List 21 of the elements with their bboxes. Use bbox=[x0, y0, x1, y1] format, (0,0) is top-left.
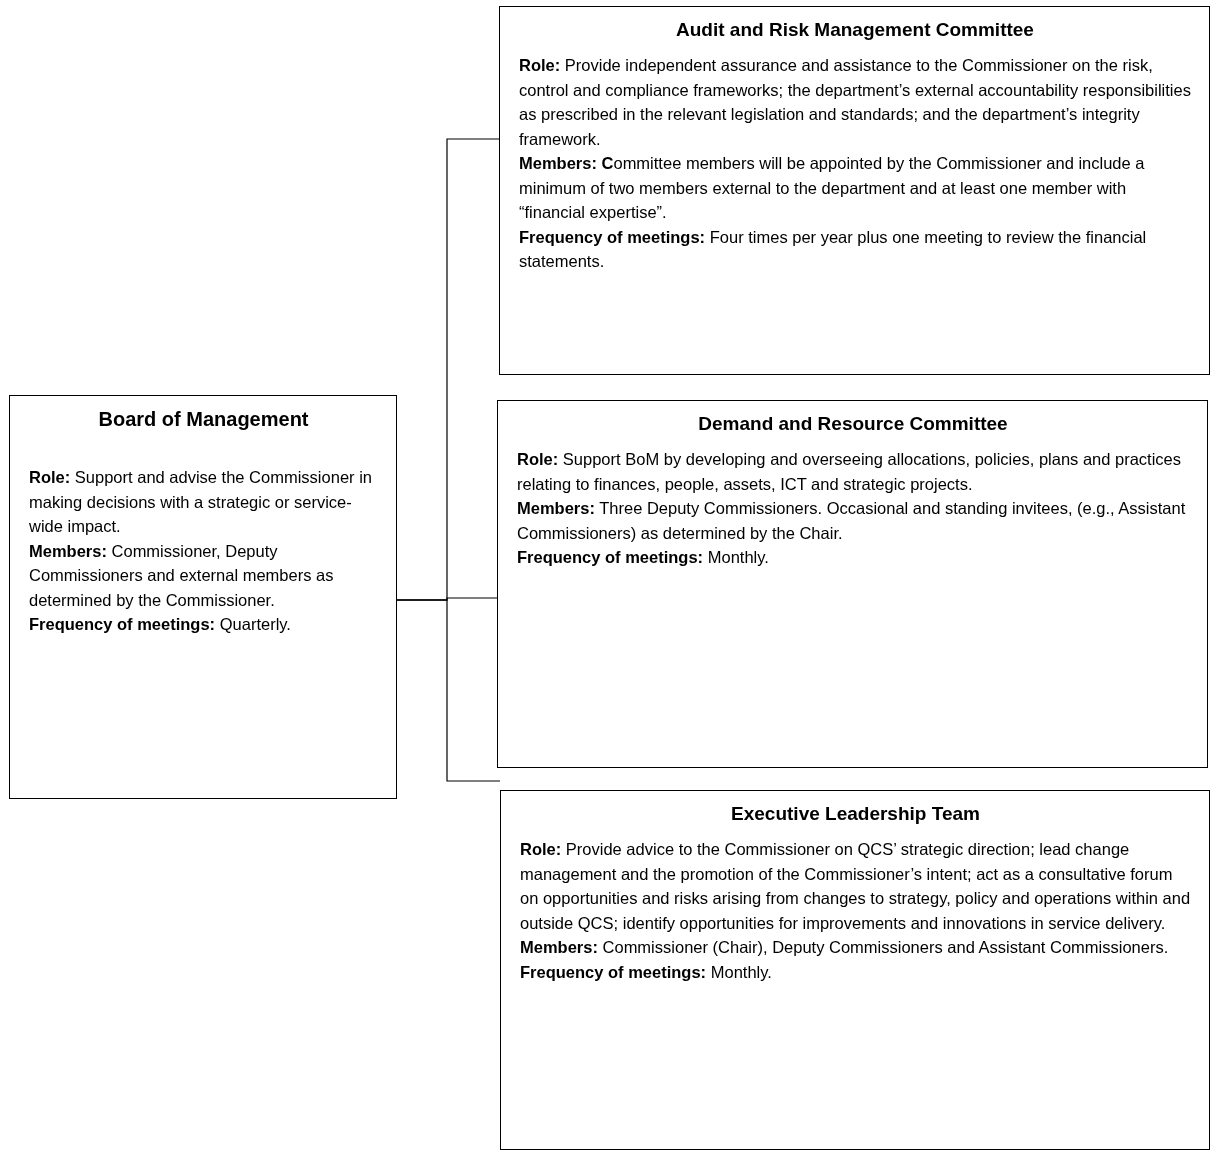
description-text: Members: Three Deputy Commissioners. Occasional and standing invitees, (e.g., Assistant Commissioners) as determined by the Chair. bbox=[517, 498, 1187, 544]
description-text: Members: Committee members will be appointed by the Commissioner and include a minimum of two members external to the department and at least one member with “financial expertise”. bbox=[519, 153, 1146, 223]
connector-line bbox=[396, 599, 501, 782]
description-text: Role: Support and advise the Commissioner in making decisions with a strategic or service-wide impact. bbox=[29, 467, 373, 537]
box-heading: Executive Leadership Team bbox=[730, 803, 981, 825]
description-text: Role: Support BoM by developing and overseeing allocations, policies, plans and practices relating to finances, people, assets, ICT and strategic projects. bbox=[517, 449, 1183, 495]
committee-box bbox=[9, 395, 397, 799]
committee-box bbox=[499, 6, 1210, 375]
committee-box bbox=[500, 790, 1210, 1150]
description-text: Frequency of meetings: Monthly. bbox=[517, 547, 770, 568]
description-text: Frequency of meetings: Quarterly. bbox=[29, 614, 292, 635]
description-text: Frequency of meetings: Monthly. bbox=[520, 961, 773, 983]
description-text: Members: Commissioner (Chair), Deputy Commissioners and Assistant Commissioners. bbox=[520, 937, 1170, 958]
committee-box bbox=[497, 400, 1208, 768]
description-text: Members: Commissioner, Deputy Commissioners and external members as determined by the Commissioner. bbox=[29, 540, 335, 611]
box-heading: Demand and Resource Committee bbox=[697, 413, 1009, 435]
box-heading: Board of Management bbox=[97, 408, 310, 431]
description-text: Frequency of meetings: Four times per year plus one meeting to review the financial statements. bbox=[519, 226, 1148, 272]
description-text: Role: Provide advice to the Commissioner on QCS’ strategic direction; lead change management and the promotion of the Commissioner’s intent; act as a consultative forum on opportunities and risks arising from changes to strategy, policy and operations within and outside QCS; identify opportunities for improvements and innovations in service delivery. bbox=[520, 839, 1191, 934]
box-heading: Audit and Risk Management Committee bbox=[675, 19, 1035, 41]
description-text: Role: Provide independent assurance and assistance to the Commissioner on the risk, control and compliance frameworks; the department’s external accountability responsibilities as prescribed in the relevant legislation and standards; and the department’s integrity framework. bbox=[519, 55, 1191, 150]
